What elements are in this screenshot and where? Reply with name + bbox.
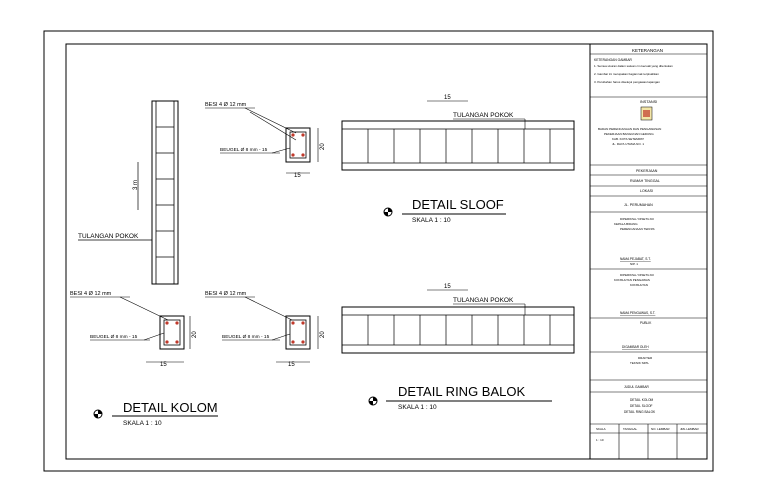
- digambar-sub-1: DRAFTER: [638, 356, 653, 360]
- sloof-section-rebar-label: BESI 4 Ø 12 mm: [205, 102, 247, 108]
- sloof-elevation: 15 TULANGAN POKOK: [341, 95, 575, 171]
- pengawas-sub: PUBLIK: [640, 321, 652, 325]
- sloof-section-height: 20: [320, 143, 326, 150]
- ring-section-rebar-label: BESI 4 Ø 12 mm: [205, 291, 247, 297]
- ring-section-height: 20: [320, 331, 326, 338]
- rebar-dot: [291, 153, 295, 157]
- keterangan-heading: KETERANGAN: [632, 48, 663, 53]
- kolom-section-rebar-label: BESI 4 Ø 12 mm: [70, 291, 112, 297]
- sloof-scale: SKALA 1 : 10: [412, 217, 451, 224]
- rebar-dot: [301, 153, 305, 157]
- kolom-section-height: 20: [192, 331, 198, 338]
- pekerjaan-value: RUMAH TINGGAL: [630, 179, 660, 183]
- sloof-section-stirrup-label: BEUGEL Ø 8 mm - 15: [220, 147, 268, 153]
- ring-elevation: 15 TULANGAN POKOK: [341, 284, 575, 354]
- digambar-label: DIGAMBAR OLEH: [622, 345, 649, 349]
- kolom-section-width: 15: [160, 362, 167, 368]
- title-block: KETERANGAN KETERANGAN GAMBAR 1. Semua uk…: [590, 48, 707, 459]
- ring-tulangan-pokok-label: TULANGAN POKOK: [453, 297, 514, 304]
- footer-head-jml-lembar: JML LEMBAR: [680, 427, 700, 431]
- ring-section-width: 15: [288, 362, 295, 368]
- rebar-dot: [301, 133, 305, 137]
- institution-line-3: KAB. KOTA SETEMPAT: [612, 137, 644, 141]
- notes-heading: KETERANGAN GAMBAR: [594, 58, 633, 62]
- sloof-section: BESI 4 Ø 12 mm BEUGEL Ø 8 mm - 15 20 15: [205, 102, 326, 179]
- pengawas-line-1: DIPERIKSA / DISETUJUI: [620, 273, 654, 277]
- note-3: 3. Perubahan harus disetujui pengawas la…: [594, 80, 660, 84]
- sloof-section-outline: [285, 127, 311, 163]
- judul-line-3: DETAIL RING BALOK: [624, 410, 656, 414]
- pengawas-line-3: KONSULTAN: [630, 283, 648, 287]
- ring-stirrups: [367, 315, 551, 345]
- sheet-inner-border: [65, 43, 708, 460]
- ring-spacing-dim: 15: [444, 284, 451, 290]
- perencana-name: NAMA PEJABAT, S.T.: [620, 257, 651, 261]
- kolom-title: DETAIL KOLOM: [123, 400, 218, 415]
- ring-title-group: DETAIL RING BALOK SKALA 1 : 10: [368, 384, 552, 411]
- ring-section: BESI 4 Ø 12 mm BEUGEL Ø 8 mm - 15 20 15: [205, 291, 326, 368]
- kolom-section: BESI 4 Ø 12 mm BEUGEL Ø 8 mm - 15 20 15: [70, 291, 198, 368]
- footer-val-skala: 1 : 10: [596, 438, 604, 442]
- kolom-height-dim: 3 m: [133, 180, 139, 190]
- ring-section-stirrup-label: BEUGEL Ø 8 mm - 15: [222, 334, 270, 340]
- digambar-sub-2: TEKNIK SIPIL: [630, 361, 649, 365]
- kolom-elevation: 3 m TULANGAN POKOK: [78, 100, 179, 285]
- perencana-nip: NIP. 1: [630, 262, 638, 266]
- sloof-tulangan-pokok-label: TULANGAN POKOK: [453, 112, 514, 119]
- pengawas-name: NAMA PENGAWAS, S.T.: [620, 311, 655, 315]
- sloof-section-width: 15: [294, 173, 301, 179]
- kolom-title-group: DETAIL KOLOM SKALA 1 : 10: [93, 400, 218, 427]
- ring-outline: [341, 306, 575, 354]
- kolom-section-stirrup-label: BEUGEL Ø 8 mm - 15: [90, 334, 138, 340]
- institution-line-1: BADAN PERENCANAAN DAN PENGAWASAN: [598, 127, 661, 131]
- perencana-line-1: DIPERIKSA / DISETUJUI: [620, 217, 654, 221]
- note-1: 1. Semua ukuran dalam satuan cm kecuali …: [594, 64, 673, 68]
- institution-line-2: PEKERJAAN BANGUNAN GEDUNG: [604, 132, 654, 136]
- judul-line-1: DETAIL KOLOM: [630, 398, 654, 402]
- sloof-spacing-dim: 15: [444, 95, 451, 101]
- sloof-title-group: DETAIL SLOOF SKALA 1 : 10: [383, 197, 506, 224]
- rebar-dot: [291, 133, 295, 137]
- kolom-scale: SKALA 1 : 10: [123, 420, 162, 427]
- footer-head-tanggal: TANGGAL: [623, 427, 637, 431]
- footer-head-no-lembar: NO. LEMBAR: [651, 427, 670, 431]
- kolom-outline: [151, 100, 179, 285]
- note-2: 2. Gambar ini merupakan bagian tak terpi…: [594, 72, 659, 76]
- lokasi-label: LOKASI: [640, 189, 653, 193]
- sloof-outline: [341, 120, 575, 171]
- pengawas-line-2: KONSULTAN PENGAWAS: [614, 278, 650, 282]
- lokasi-value: JL. PERUMAHAN: [624, 203, 653, 207]
- logo-label: INSTANSI: [640, 100, 657, 104]
- sloof-stirrups: [367, 129, 551, 163]
- ring-section-outline: [285, 315, 311, 350]
- judul-label: JUDUL GAMBAR: [624, 385, 650, 389]
- perencana-line-3: PERENCANAAN TEKNIS: [620, 227, 654, 231]
- sheet-outer-border: [43, 30, 714, 472]
- kolom-section-outline: [159, 315, 185, 350]
- ring-title: DETAIL RING BALOK: [398, 384, 525, 399]
- kolom-stirrups: [156, 126, 174, 258]
- sloof-title: DETAIL SLOOF: [412, 197, 504, 212]
- perencana-line-2: KEPALA BIDANG: [614, 222, 638, 226]
- judul-line-2: DETAIL SLOOF: [630, 404, 653, 408]
- footer-head-skala: SKALA: [596, 427, 606, 431]
- ring-scale: SKALA 1 : 10: [398, 404, 437, 411]
- kolom-tulangan-pokok-label: TULANGAN POKOK: [78, 233, 139, 240]
- institution-line-4: JL. RAYA UTAMA NO. 1: [612, 142, 644, 146]
- pekerjaan-label: PEKERJAAN: [636, 169, 658, 173]
